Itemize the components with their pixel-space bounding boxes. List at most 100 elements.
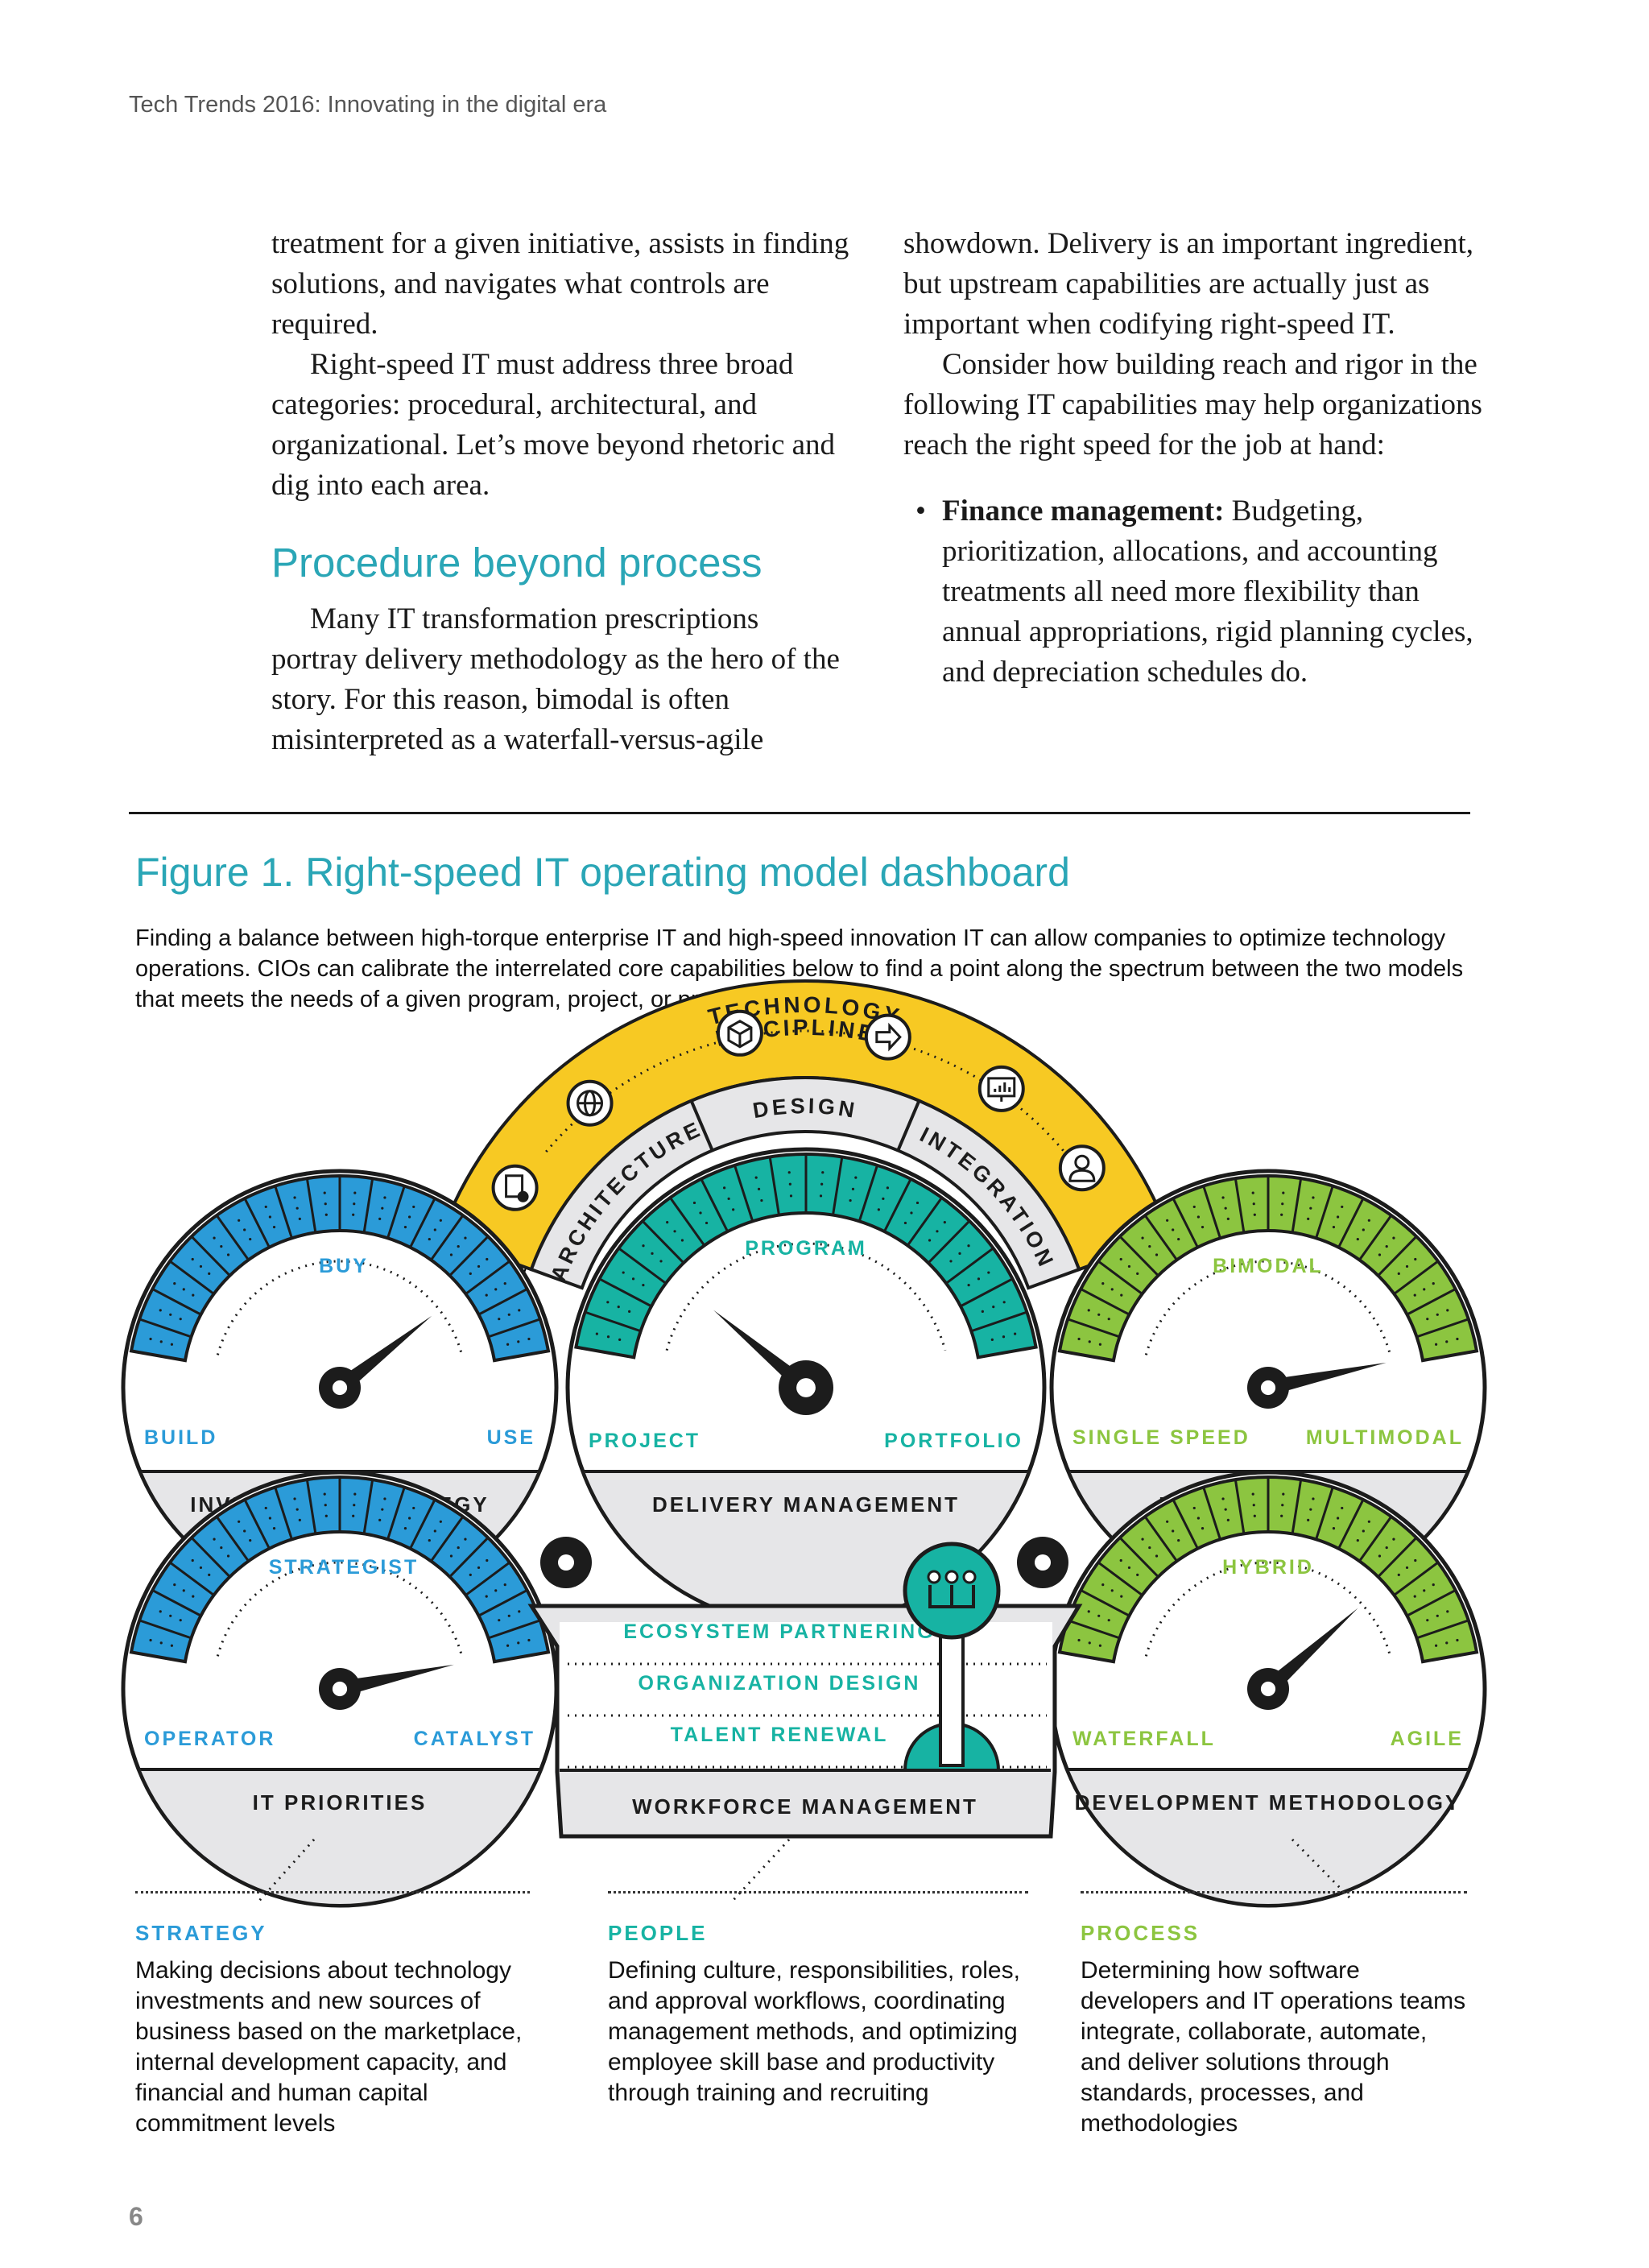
body-paragraph: showdown. Delivery is an important ingre… [903, 227, 1474, 341]
gauge-dot [1282, 1191, 1285, 1194]
gauge-dot [486, 1257, 489, 1261]
gauge-dot [1436, 1614, 1439, 1617]
gauge-dot [173, 1583, 176, 1587]
gauge-segment-tick [477, 1589, 528, 1617]
gauge-left-label: SINGLE SPEED [1072, 1426, 1250, 1449]
gauge-dot [226, 1253, 230, 1256]
gauge-segment-tick [215, 1215, 250, 1261]
gauge-dot [754, 1176, 758, 1179]
gauge-dot [527, 1638, 531, 1642]
gauge-segment-tick [1202, 1487, 1221, 1540]
gauge-dial-band [1057, 1174, 1479, 1363]
tech-segment-divider [896, 1099, 921, 1152]
gauge-segment-tick [1416, 1619, 1469, 1640]
gauge-dot [1413, 1293, 1416, 1297]
gauge-segment-tick [641, 1219, 685, 1264]
gauge-dot [1120, 1293, 1123, 1297]
gauge-dot [1077, 1638, 1081, 1642]
gauge-right-label: MULTIMODAL [1306, 1426, 1464, 1449]
gauge-segment-tick [1358, 1516, 1393, 1562]
gauge-dot [915, 1201, 920, 1205]
gauge-dot [705, 1221, 709, 1225]
gauge-dot [243, 1529, 246, 1533]
gauge-dot [323, 1191, 326, 1194]
gauge-dot [485, 1293, 488, 1297]
gauge-dot [268, 1517, 271, 1520]
gauge-segment-tick [1337, 1499, 1365, 1550]
gauge-segment-tick [1097, 1260, 1143, 1295]
gauge-segment-tick [494, 1650, 549, 1663]
gauge-dot [298, 1518, 301, 1522]
gauge-segment-tick [768, 1157, 780, 1215]
gauge-dot [464, 1236, 467, 1240]
bullet-bold: Finance management: [942, 495, 1225, 528]
gauge-dot [506, 1644, 510, 1647]
gauge-dot [169, 1614, 172, 1617]
gauge-segment-tick [618, 1247, 667, 1285]
gauge-dot [353, 1191, 357, 1194]
gauge-dot [1434, 1343, 1438, 1346]
gauge-dot [179, 1619, 182, 1622]
gauge-segment-tick [945, 1247, 994, 1285]
gauge-dot [503, 1583, 506, 1587]
gauge-dot [428, 1538, 431, 1542]
gauge-segment-tick [1067, 1318, 1120, 1339]
gauge-dot [383, 1196, 386, 1199]
gauge-segment-tick [488, 1318, 541, 1339]
gauge-dot [208, 1573, 211, 1576]
gauge-dot [1281, 1504, 1284, 1507]
gauge-segment-tick [274, 1186, 293, 1239]
gauge-dot [1166, 1520, 1169, 1523]
gauge-dot [967, 1284, 970, 1287]
tech-segment-divider [689, 1099, 714, 1152]
gauge-dot [642, 1244, 645, 1248]
gauge-segment-tick [494, 1349, 549, 1362]
gauge-dot [179, 1318, 182, 1321]
gauge-dial-band [129, 1174, 551, 1363]
gauge-segment-tick [1097, 1561, 1143, 1596]
gauge-segment-tick [190, 1235, 231, 1277]
gauge-dot [1252, 1504, 1255, 1507]
pillar-text: Determining how software developers and … [1081, 1957, 1466, 2137]
person-icon [1058, 1144, 1106, 1192]
gauge-dot [433, 1529, 436, 1533]
gauge-dot [457, 1546, 460, 1550]
gauge-dot [987, 1271, 990, 1274]
gauge-dot [1436, 1313, 1439, 1316]
gauge-segment-tick [1393, 1561, 1439, 1596]
gauge-segment-tick [305, 1479, 317, 1534]
gauge-dot [1224, 1508, 1227, 1511]
gauge-name: DEVELOPMENT METHODOLOGY [1075, 1790, 1462, 1815]
gauge-segment-tick [1406, 1589, 1457, 1617]
gauge-dot [486, 1558, 489, 1562]
gauge-segment-tick [1315, 1487, 1334, 1540]
gauge-dot [1423, 1589, 1426, 1592]
gauge-dot [1456, 1337, 1459, 1341]
running-head: Tech Trends 2016: Innovating in the digi… [129, 92, 607, 118]
gauge-dot [449, 1253, 453, 1256]
gauge-dot [199, 1566, 203, 1570]
gauge-segment-tick [960, 1277, 1014, 1308]
gauge-dot [192, 1595, 195, 1598]
gauge-dot [910, 1211, 913, 1215]
gauge-dot [182, 1288, 185, 1291]
gauge-dot [1280, 1514, 1283, 1517]
gauge-dot [1192, 1506, 1196, 1510]
gauge-dial-band [574, 1153, 1038, 1360]
gauge-dot [378, 1518, 382, 1522]
gauge-segment-tick [970, 1310, 1027, 1333]
gauge-dot [851, 1187, 855, 1190]
gauge-dot [1087, 1309, 1090, 1312]
gauge-dot [1332, 1225, 1336, 1229]
gauge-dot [1423, 1288, 1426, 1291]
gauge-segment-tick [858, 1165, 878, 1222]
gauge-dot [1088, 1340, 1091, 1343]
gauge-segment-tick [1234, 1177, 1246, 1233]
gauge-dot [170, 1343, 174, 1346]
bullet-text: Budgeting, prioritization, allocations, … [942, 495, 1473, 689]
gauge-name: IT PRIORITIES [253, 1790, 428, 1815]
gauge-dot [1356, 1538, 1359, 1542]
gauges: BUYBUILDUSEINVESTMENT STRATEGYPROGRAMPRO… [121, 1147, 1487, 1908]
gauge-dot [1148, 1546, 1151, 1550]
